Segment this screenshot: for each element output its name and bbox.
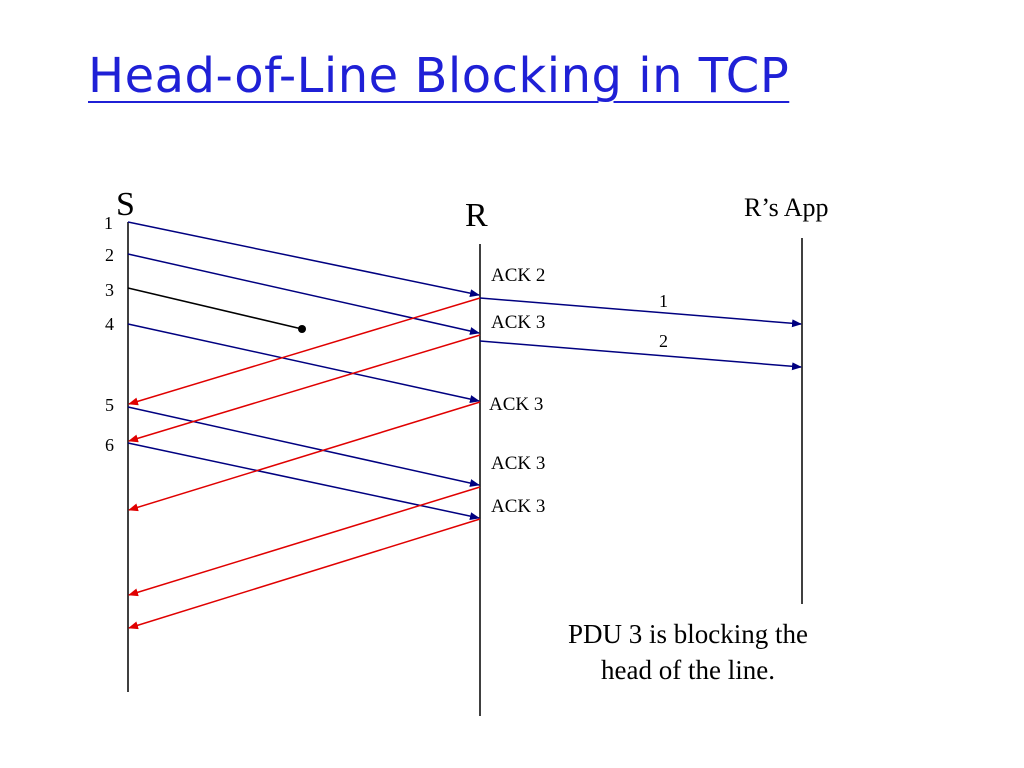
packet-2-arrow [127, 253, 480, 335]
packet-6-arrow [127, 442, 480, 521]
ack-arrow-3 [128, 401, 481, 512]
ack-label-5: ACK 3 [491, 496, 546, 517]
ack-label-1: ACK 2 [491, 265, 546, 286]
packet-label-6: 6 [105, 435, 114, 455]
packet-1-arrow [127, 221, 480, 298]
slide-title: Head-of-Line Blocking in TCP [88, 48, 790, 104]
blocking-note: PDU 3 is blocking the head of the line. [520, 616, 856, 688]
blocking-note-line-2: head of the line. [601, 655, 775, 685]
ack-arrow-4 [128, 486, 481, 597]
ack-label-3: ACK 3 [489, 394, 544, 415]
packet-label-5: 5 [105, 395, 114, 415]
packet-label-2: 2 [105, 245, 114, 265]
packet-label-1: 1 [104, 213, 113, 233]
receiver-label: R [465, 197, 488, 234]
app-label: R’s App [744, 193, 829, 222]
ack-arrow-5 [128, 518, 481, 630]
packet-label-3: 3 [105, 280, 114, 300]
ack-arrow-2 [128, 334, 481, 443]
ack-label-2: ACK 3 [491, 312, 546, 333]
deliver-2-arrow [479, 340, 802, 371]
deliver-1-arrow [479, 297, 802, 328]
sender-label: S [116, 186, 135, 223]
packet-4-arrow [127, 323, 480, 403]
delivered-label-2: 2 [659, 331, 668, 351]
ack-label-4: ACK 3 [491, 453, 546, 474]
blocking-note-line-1: PDU 3 is blocking the [568, 619, 808, 649]
ack-arrow-1 [128, 297, 481, 406]
packet-label-4: 4 [105, 314, 114, 334]
packet-3-lost-arrow [127, 287, 303, 330]
packet-5-arrow [127, 406, 480, 487]
packet-3-loss-dot [298, 325, 306, 333]
delivered-label-1: 1 [659, 291, 668, 311]
